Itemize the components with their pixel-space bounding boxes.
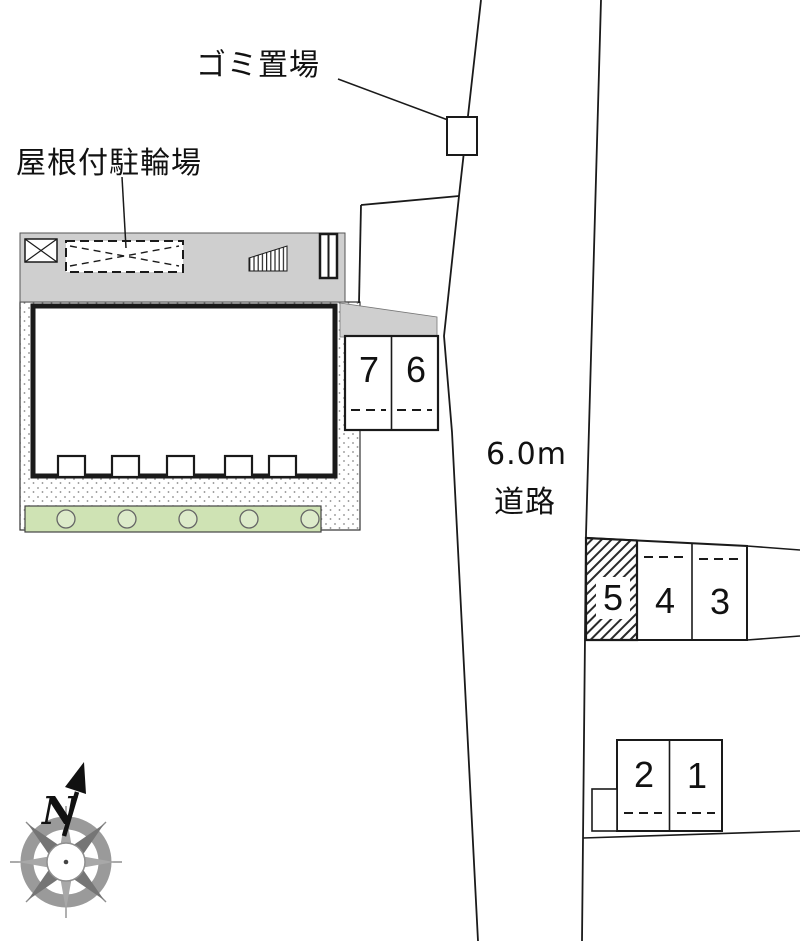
road-label: 道路 bbox=[494, 485, 556, 520]
property-east-boundary bbox=[358, 204, 362, 304]
stall-5-label: 5 bbox=[596, 577, 630, 619]
stairs-icon bbox=[248, 245, 288, 272]
stall-3-label: 3 bbox=[709, 581, 731, 622]
compass-rose-icon bbox=[10, 806, 122, 918]
bicycle-leader-line bbox=[121, 176, 127, 249]
bush-icon bbox=[300, 509, 320, 529]
bush-icon bbox=[117, 509, 137, 529]
stall-2-label: 2 bbox=[633, 754, 655, 795]
building-entrance-notch bbox=[56, 454, 87, 479]
stall-7-label: 7 bbox=[358, 349, 380, 390]
stall-1-label: 1 bbox=[686, 755, 708, 796]
bicycle-parking-label: 屋根付駐輪場 bbox=[16, 146, 202, 181]
equipment-box bbox=[24, 238, 58, 263]
entrance-structure bbox=[318, 232, 339, 280]
building-entrance-notch bbox=[165, 454, 196, 479]
building-entrance-notch bbox=[110, 454, 141, 479]
garbage-leader-line bbox=[337, 78, 449, 121]
bush-icon bbox=[178, 509, 198, 529]
building-entrance-notch bbox=[267, 454, 298, 479]
stall-6-label: 6 bbox=[405, 349, 427, 390]
road-right-edge bbox=[581, 0, 602, 941]
road-width-label: 6.0m bbox=[486, 437, 567, 472]
property-north-boundary bbox=[360, 195, 460, 206]
compass-north-label: N bbox=[42, 788, 77, 833]
bush-icon bbox=[239, 509, 259, 529]
compass-north-arrow-icon bbox=[61, 762, 86, 837]
parking-block-lower bbox=[582, 739, 800, 839]
parking-block-upper bbox=[343, 334, 440, 432]
covered-bicycle-parking-area bbox=[65, 240, 184, 273]
planting-strip bbox=[24, 505, 322, 533]
parking-block-lower-notch bbox=[591, 788, 618, 832]
garbage-area-label: ゴミ置場 bbox=[196, 48, 320, 83]
building-outline bbox=[30, 303, 338, 479]
stall-4-label: 4 bbox=[654, 580, 676, 621]
side-walkway-area bbox=[339, 302, 438, 338]
garbage-box bbox=[446, 116, 478, 156]
bush-icon bbox=[56, 509, 76, 529]
building-entrance-notch bbox=[223, 454, 254, 479]
